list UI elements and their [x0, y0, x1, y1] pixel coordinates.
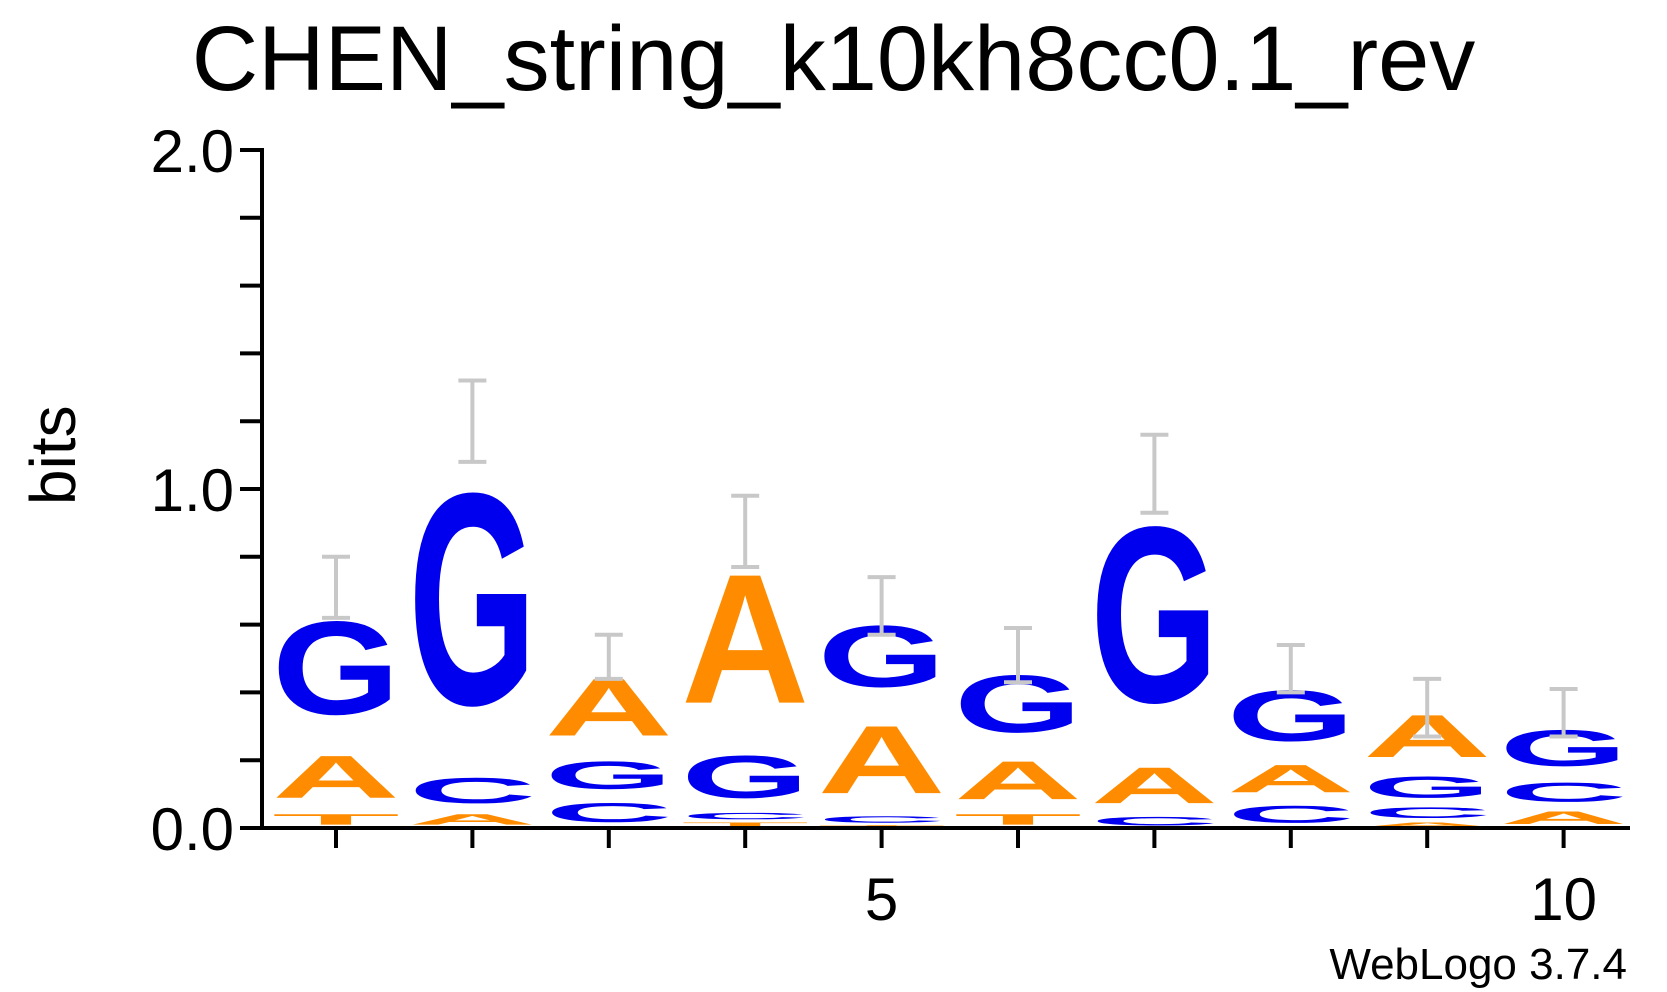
x-tick-label: 10: [1530, 866, 1597, 933]
logo-letter-a: A: [408, 811, 536, 828]
chart-title: CHEN_string_k10kh8cc0.1_rev: [191, 8, 1476, 110]
logo-letter-c: C: [681, 811, 809, 821]
logo-letter-t: T: [681, 821, 809, 828]
weblogo-credit: WebLogo 3.7.4: [1329, 940, 1627, 989]
logo-letter-a: A: [818, 706, 946, 814]
logo-letter-a: A: [272, 743, 400, 811]
y-tick-label: 2.0: [151, 118, 234, 185]
logo-letter-g: G: [408, 429, 536, 768]
logo-letter-a: A: [1227, 757, 1355, 801]
logo-letter-a: A: [1363, 821, 1491, 828]
logo-letter-a: A: [1090, 757, 1218, 815]
y-tick-label: 1.0: [151, 457, 234, 524]
logo-letter-c: C: [1500, 777, 1628, 808]
logo-letter-c: C: [1363, 804, 1491, 821]
logo-letter-c: C: [1227, 801, 1355, 828]
logo-letter-a: A: [681, 536, 809, 742]
y-tick-label: 0.0: [151, 796, 234, 863]
logo-letter-g: G: [545, 754, 673, 798]
logo-letter-c: C: [408, 770, 536, 811]
logo-letter-a: A: [954, 750, 1082, 811]
logo-letter-t: T: [272, 811, 400, 828]
logo-letter-g: G: [1090, 474, 1218, 754]
logo-letter-g: G: [1363, 770, 1491, 804]
logo-letter-a: A: [1500, 808, 1628, 828]
logo-letter-c: C: [1090, 814, 1218, 828]
logo-letter-g: G: [681, 744, 809, 811]
x-tick-label: 5: [865, 866, 898, 933]
logo-letter-c: C: [818, 814, 946, 824]
logo-letter-t: T: [954, 811, 1082, 828]
logo-letter-c: C: [545, 797, 673, 828]
